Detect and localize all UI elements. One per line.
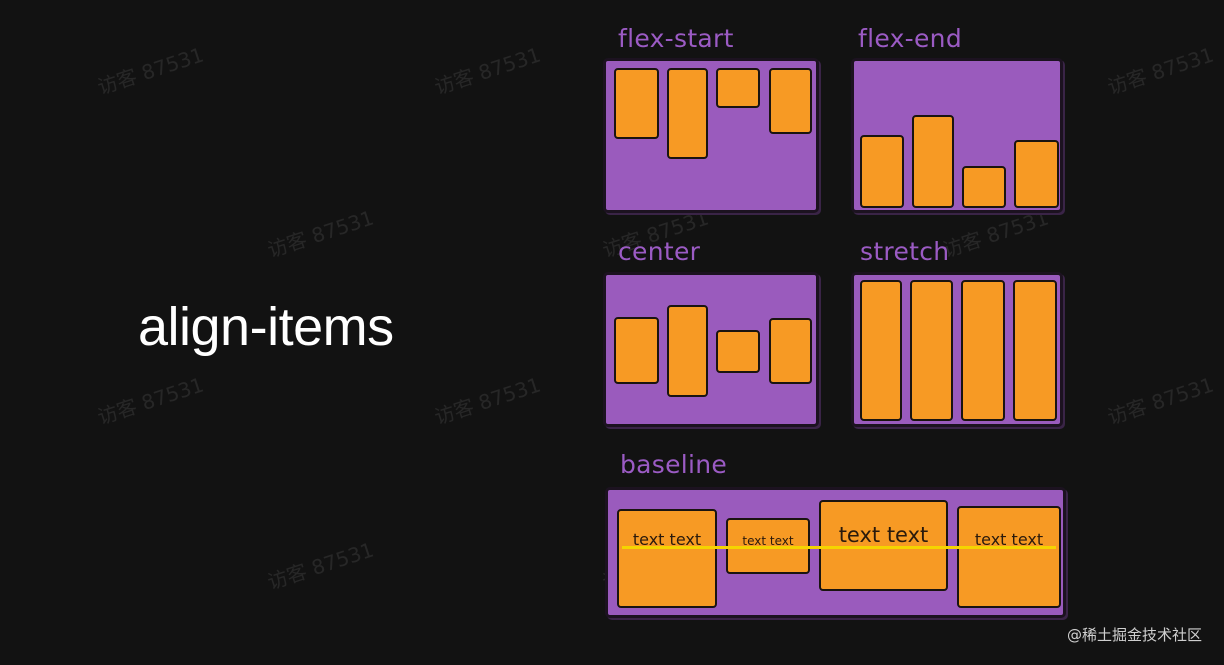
item-box — [1013, 280, 1057, 421]
item-box — [769, 318, 812, 384]
item-box — [860, 135, 904, 208]
watermark: 访客 87531 — [94, 372, 207, 430]
label-flex-end: flex-end — [858, 24, 962, 53]
watermark: 访客 87531 — [94, 42, 207, 100]
item-box — [716, 330, 760, 373]
source-credit: @稀土掘金技术社区 — [1066, 626, 1202, 644]
item-box — [962, 166, 1006, 208]
watermark: 访客 87531 — [264, 537, 377, 595]
watermark: 访客 87531 — [431, 372, 544, 430]
item-box — [614, 317, 659, 384]
label-baseline: baseline — [620, 450, 728, 479]
box-text: text text — [742, 534, 794, 548]
watermark: 访客 87531 — [1104, 42, 1217, 100]
item-box — [910, 280, 953, 421]
panel-center — [603, 272, 819, 427]
item-box: text text — [819, 500, 948, 591]
item-box — [912, 115, 954, 208]
label-center: center — [618, 237, 701, 266]
item-box — [667, 68, 708, 159]
panel-stretch — [851, 272, 1063, 427]
item-box — [769, 68, 812, 134]
watermark: 访客 87531 — [1104, 372, 1217, 430]
item-box — [667, 305, 708, 397]
label-flex-start: flex-start — [618, 24, 734, 53]
panel-baseline: text text text text text text text text — [605, 487, 1066, 618]
baseline-line — [622, 546, 1056, 549]
panel-flex-start — [603, 58, 819, 213]
item-box — [1014, 140, 1059, 208]
watermark: 访客 87531 — [431, 42, 544, 100]
page-title: align-items — [138, 297, 394, 357]
box-text: text text — [974, 530, 1044, 549]
item-box: text text — [957, 506, 1061, 608]
item-box — [614, 68, 659, 139]
box-text: text text — [632, 530, 702, 549]
item-box — [961, 280, 1005, 421]
label-stretch: stretch — [860, 237, 950, 266]
item-box — [716, 68, 760, 108]
item-box — [860, 280, 902, 421]
box-text: text text — [838, 523, 929, 547]
watermark: 访客 87531 — [264, 205, 377, 263]
panel-flex-end — [851, 58, 1063, 213]
item-box: text text — [617, 509, 717, 608]
